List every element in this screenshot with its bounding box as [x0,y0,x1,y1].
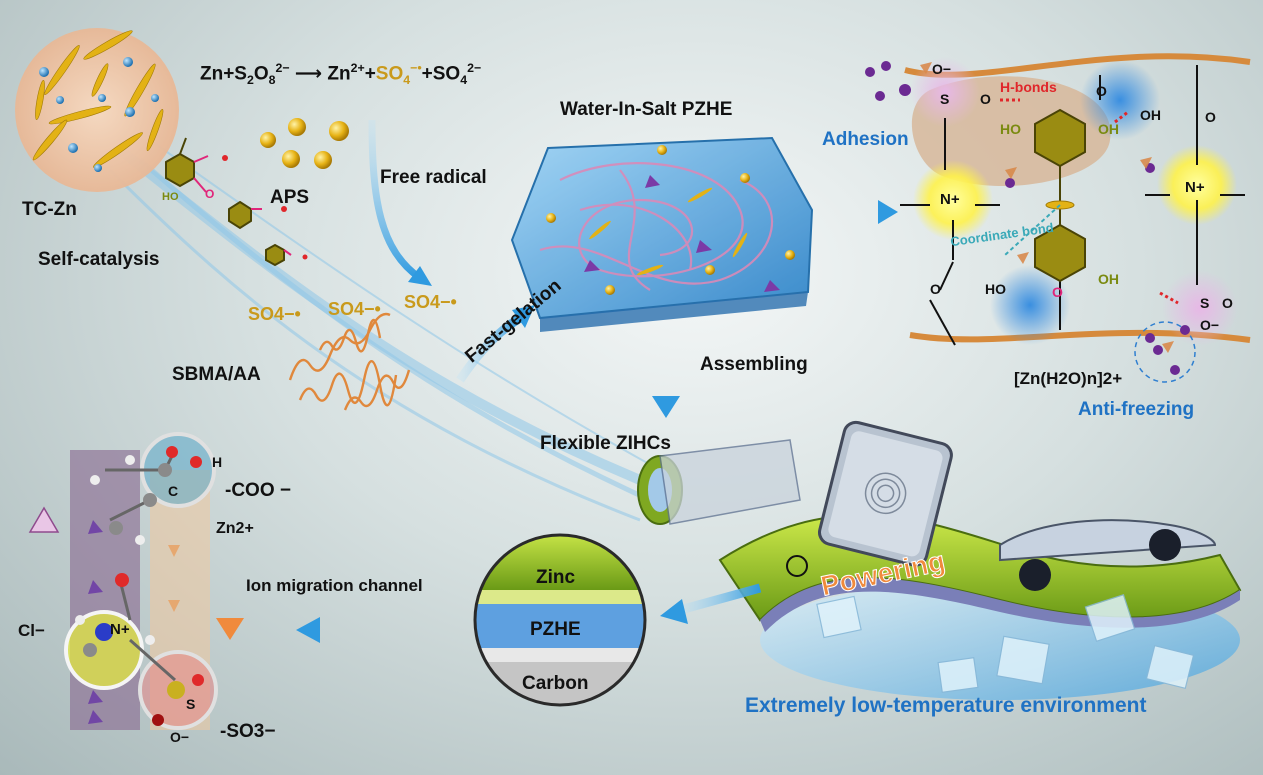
chem-o-bot: O [1222,295,1233,311]
arrow-to-ion-channel [296,617,450,643]
flexible-device [637,420,1242,700]
chem-s-top: S [940,91,950,107]
so3-label: -SO3− [220,721,276,742]
tc-zn-label: TC-Zn [22,199,77,220]
reaction-zn2: Zn [327,63,351,85]
chem-ho1: HO [1000,121,1021,137]
atom-h-label: H [212,454,223,470]
chem-o-minus-bot: O− [1200,317,1220,333]
chem-ho-small: HO [162,191,179,203]
sbma-aa-label: SBMA/AA [172,364,261,385]
chem-n-plus-left: N+ [940,191,960,208]
quinone-molecules [165,137,308,267]
chem-o-acid: O [1096,83,1107,99]
free-radical-label: Free radical [380,167,487,188]
reaction-s2o8-sup: 2− [275,61,290,75]
layer-carbon-label: Carbon [522,673,589,694]
monomer-springs [288,312,411,411]
adhesion-label: Adhesion [822,129,909,150]
h-bonds-label: H-bonds [1000,79,1057,95]
chem-oh-acid: OH [1140,107,1161,123]
zn-hydrate-label: [Zn(H2O)n]2+ [1014,370,1122,387]
chem-ho-acid: HO [985,281,1006,297]
reaction-so4-radical: SO [375,63,404,85]
mechanism-panel [865,53,1251,383]
atom-s-label: S [186,696,196,712]
radical-2: SO4−• [328,299,381,319]
aps-particles [260,118,349,169]
coo-label: -COO − [225,480,291,501]
zn2plus-label: Zn2+ [216,520,254,537]
reaction-o8-sub: 8 [268,73,276,88]
flexible-zihcs-label: Flexible ZIHCs [540,433,671,454]
chem-o-minus-top: O− [932,61,952,77]
reaction-plus1: + [364,63,376,85]
atom-o-minus-label: O− [170,729,190,745]
chem-o-small: O [205,187,215,201]
arrow-to-layers [660,583,762,624]
self-catalysis-label: Self-catalysis [38,249,160,270]
reaction-so4-sub: 4 [460,73,468,88]
chem-o-top: O [980,91,991,107]
layer-pzhe-label: PZHE [530,619,581,640]
reaction-equation: Zn+S2O82− ⟶ Zn2++SO4−•+SO42− [200,62,481,86]
reaction-s2o8-sub: 2 [246,73,254,88]
layer-zinc-label: Zinc [536,567,576,588]
assembling-label: Assembling [700,354,808,375]
reaction-arrow-icon: ⟶ [289,63,328,85]
reaction-zn: Zn+S [200,63,247,85]
chem-o-quinone: O [1052,284,1063,300]
chem-s-bot: S [1200,295,1210,311]
aps-label: APS [270,187,310,208]
reaction-o: O [253,63,269,85]
reaction-so4-sup: 2− [467,61,482,75]
pzhe-gel [510,136,814,332]
atom-n-plus-label: N+ [110,621,130,638]
layer-magnifier [473,533,647,707]
reaction-so4r-sup: −• [410,61,422,75]
assembling-arrow [652,338,680,418]
cl-label: Cl− [18,621,45,640]
fast-gelation-arrow [456,305,535,383]
free-radical-arrow [368,119,432,286]
radical-1: SO4−• [248,304,301,324]
flow-streamers [108,139,661,522]
tc-zn-sphere [15,28,179,192]
chem-o-ester-bottom: O [930,281,941,297]
chem-n-plus-right: N+ [1185,179,1205,196]
ion-channel-panel [28,432,244,730]
reaction-so4r-sub: 4 [403,73,411,88]
reaction-zn2-sup: 2+ [350,61,365,75]
extreme-env-label: Extremely low-temperature environment [745,694,1147,717]
anti-freezing-label: Anti-freezing [1078,399,1195,420]
radical-3: SO4−• [404,292,457,312]
water-in-salt-label: Water-In-Salt PZHE [560,99,733,120]
zn-hydrate-text: [Zn(H2O)n]2+ [1014,369,1123,388]
reaction-plus2: +SO [421,63,461,85]
chem-oh2: OH [1098,271,1119,287]
chem-oh1: OH [1098,121,1119,137]
chem-o-ester: O [1205,109,1216,125]
atom-c-label: C [168,483,179,499]
ion-channel-label: Ion migration channel [246,576,423,595]
arrow-to-mechanism [830,200,898,224]
